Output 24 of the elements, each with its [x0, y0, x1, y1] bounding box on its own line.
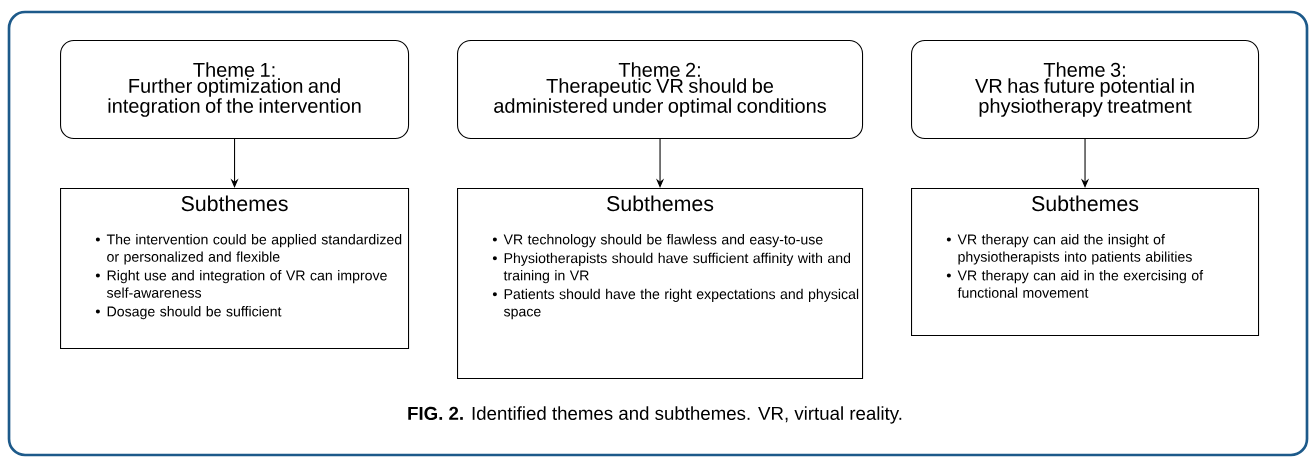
- theme-text: Further optimization and integration of the intervention: [108, 78, 361, 117]
- subthemes-box: [457, 188, 864, 380]
- theme-box: [911, 40, 1260, 140]
- subthemes-heading: Subthemes: [181, 195, 288, 212]
- figure-caption: FIG. 2. Identified themes and subthemes. VR, virtual reality.: [408, 406, 902, 424]
- theme-box: [60, 40, 410, 140]
- subthemes-box: [60, 188, 410, 350]
- bullet-text: Dosage should be sufficient: [107, 306, 282, 320]
- bullet-text: Right use and integration of VR can improve self-awareness: [106, 270, 387, 298]
- bullet-text: Physiotherapists should have sufficient affinity with and training in VR: [503, 252, 851, 284]
- theme-text: VR has future potential in physiotherapy treatment: [975, 78, 1194, 117]
- bullet-text: Patients should have the right expectations and physical space: [503, 288, 859, 320]
- bullet-text: VR therapy can aid the insight of physiotherapists into patients abilities: [957, 234, 1192, 265]
- subthemes-heading: Subthemes: [1032, 195, 1139, 212]
- bullet-text: The intervention could be applied standardized or personalized and flexible: [106, 234, 402, 265]
- subthemes-heading: Subthemes: [607, 195, 714, 212]
- subthemes-box: [911, 188, 1260, 337]
- theme-text: Theme 1:: [193, 62, 275, 77]
- theme-text: Theme 3:: [1043, 62, 1125, 77]
- theme-text: Theme 2:: [618, 62, 700, 77]
- theme-text: Therapeutic VR should be administered under optimal conditions: [494, 78, 826, 117]
- bullet-text: VR technology should be flawless and easy-to-use: [503, 234, 823, 248]
- bullet-text: VR therapy can aid in the exercising of functional movement: [957, 270, 1204, 298]
- theme-box: [457, 40, 864, 140]
